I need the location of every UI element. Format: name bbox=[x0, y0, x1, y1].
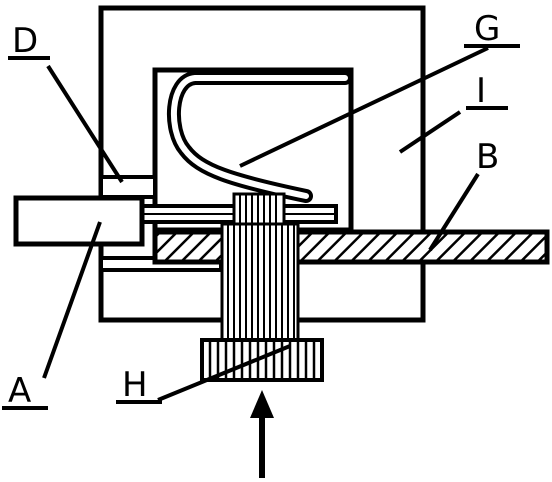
knob-h bbox=[200, 338, 324, 382]
label-d: D bbox=[12, 21, 38, 61]
label-g: G bbox=[474, 9, 500, 49]
screw-shaft bbox=[220, 222, 300, 346]
label-underlines bbox=[2, 44, 520, 410]
cable-a bbox=[13, 195, 145, 247]
leader-i bbox=[398, 110, 462, 154]
label-i: I bbox=[476, 71, 486, 111]
up-arrow-icon bbox=[250, 390, 274, 478]
label-h: H bbox=[122, 365, 148, 405]
screw-cap bbox=[232, 192, 286, 226]
leader-g bbox=[239, 46, 489, 168]
leader-h bbox=[157, 344, 291, 402]
leader-d bbox=[46, 64, 124, 184]
leader-a bbox=[42, 221, 102, 379]
plate-b bbox=[152, 229, 550, 265]
side-slot bbox=[99, 175, 157, 199]
leader-b bbox=[428, 172, 480, 252]
leader-lines bbox=[42, 46, 489, 402]
label-b: B bbox=[476, 137, 499, 177]
label-a: A bbox=[8, 371, 31, 411]
spring-g bbox=[166, 71, 352, 203]
